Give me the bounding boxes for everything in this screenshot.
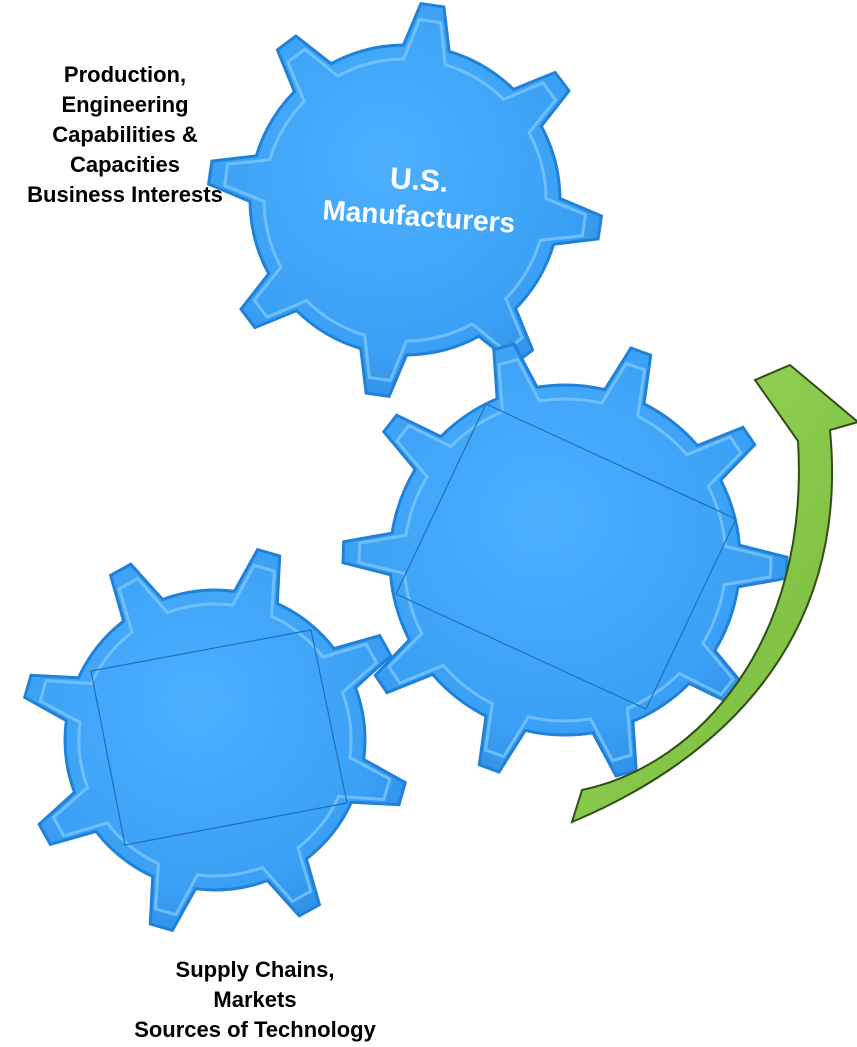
gear-middle (341, 342, 789, 778)
caption-supply-chains: Supply Chains, Markets Sources of Techno… (120, 955, 390, 1045)
gear-top-body (206, 1, 604, 399)
caption-top-line-2: Engineering (61, 92, 189, 117)
gear-top: U.S. Manufacturers (206, 1, 604, 399)
caption-top-line-3: Capabilities & (52, 122, 198, 147)
gear-bottom (22, 547, 408, 933)
gear-bottom-text-box (90, 629, 348, 846)
caption-bottom-line-3: Sources of Technology (134, 1017, 376, 1042)
caption-top-line-4: Capacities (69, 152, 181, 177)
gear-bottom-body (22, 547, 408, 933)
gear-middle-body (341, 342, 789, 778)
caption-top-line-1: Production, (63, 62, 187, 87)
caption-bottom-line-2: Markets (213, 987, 297, 1012)
curved-arrow-up-icon (570, 363, 857, 824)
gear-top-inner (222, 17, 588, 383)
gear-top-title-line-1: U.S. (389, 162, 450, 199)
caption-top-line-5: Business Interests (27, 182, 223, 207)
gear-middle-text-box (395, 403, 737, 710)
gear-bottom-inner (38, 563, 392, 917)
caption-production-capabilities: Production, Engineering Capabilities & C… (0, 60, 250, 210)
caption-bottom-line-1: Supply Chains, (175, 957, 335, 982)
